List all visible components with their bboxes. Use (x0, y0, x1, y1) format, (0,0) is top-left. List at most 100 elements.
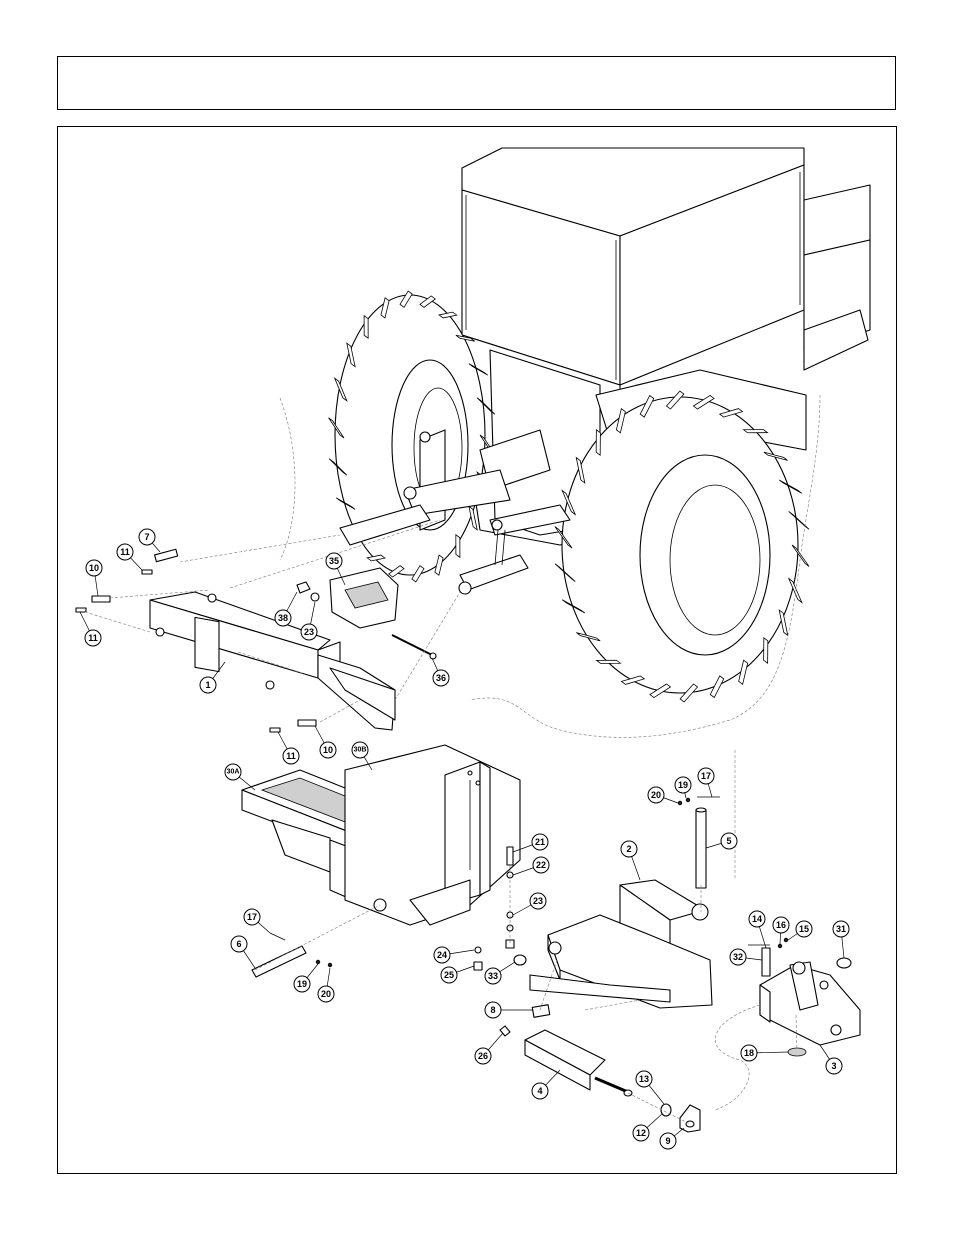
svg-text:4: 4 (537, 1086, 542, 1096)
callout-4: 4 (531, 1082, 549, 1100)
tire-lug (554, 526, 573, 549)
tire-lug (620, 675, 646, 685)
tire-lug (434, 554, 444, 576)
tire-lug (561, 489, 577, 516)
svg-text:22: 22 (536, 860, 546, 870)
phantom-outline (469, 394, 821, 738)
tire-lug (363, 314, 369, 340)
tire-lug (388, 565, 405, 578)
tire-lug (419, 295, 436, 308)
tire-lug (328, 417, 345, 439)
tire-lug (455, 533, 461, 559)
svg-text:15: 15 (799, 924, 809, 934)
callout-14: 14 (748, 910, 766, 928)
svg-text:9: 9 (665, 1136, 670, 1146)
tire-lug (615, 408, 626, 434)
callout-30A: 30A (224, 763, 242, 781)
tire-lug (778, 479, 803, 494)
pin-set-left (251, 932, 333, 978)
tire-lug (455, 334, 475, 342)
tire-lug (328, 458, 348, 476)
main-frame-beam (149, 591, 396, 731)
callout-2: 2 (620, 840, 638, 858)
callout-17: 17 (243, 908, 261, 926)
tire-lug (468, 363, 489, 376)
svg-text:35: 35 (329, 556, 339, 566)
svg-text:10: 10 (89, 563, 99, 573)
svg-text:21: 21 (535, 837, 545, 847)
svg-text:26: 26 (478, 1051, 488, 1061)
tire-lug (763, 451, 788, 461)
svg-text:20: 20 (651, 790, 661, 800)
tire-lug (679, 683, 699, 703)
svg-text:25: 25 (444, 970, 454, 980)
tire-lug (595, 429, 601, 456)
svg-text:11: 11 (88, 633, 98, 643)
tire-lug (335, 497, 356, 510)
part-35-bracket (329, 567, 399, 629)
tire-lug (692, 394, 715, 410)
callout-33: 33 (484, 967, 502, 985)
callout-11: 11 (116, 543, 134, 561)
callout-11: 11 (84, 629, 102, 647)
svg-text:19: 19 (297, 979, 307, 989)
tire-lug (438, 311, 458, 319)
part-4-cylinder (499, 1004, 633, 1097)
svg-text:38: 38 (278, 613, 288, 623)
svg-text:12: 12 (636, 1128, 646, 1138)
callout-35: 35 (325, 552, 343, 570)
svg-text:30A: 30A (227, 769, 240, 776)
svg-text:2: 2 (626, 844, 631, 854)
callout-7: 7 (138, 528, 156, 546)
svg-text:32: 32 (733, 952, 743, 962)
part-2-swing-bracket (529, 879, 713, 1009)
tire-lug (554, 563, 576, 582)
tire-lug (576, 632, 601, 642)
tire-lug (595, 659, 622, 664)
svg-text:19: 19 (678, 780, 688, 790)
svg-text:14: 14 (752, 914, 762, 924)
svg-text:23: 23 (533, 896, 543, 906)
part-3-head (748, 937, 861, 1057)
tire-lug (718, 408, 744, 418)
svg-text:6: 6 (236, 939, 241, 949)
svg-text:23: 23 (304, 627, 314, 637)
svg-text:20: 20 (321, 989, 331, 999)
svg-text:1: 1 (205, 680, 210, 690)
hose-routing-dashed (714, 1004, 761, 1111)
callout-26: 26 (474, 1047, 492, 1065)
tire-lug (763, 637, 769, 664)
diagram-frame (57, 126, 897, 1174)
tire-lug (788, 511, 810, 530)
callout-13: 13 (635, 1070, 653, 1088)
tire-lug (575, 456, 586, 484)
svg-text:11: 11 (286, 751, 296, 761)
callout-22: 22 (532, 856, 550, 874)
svg-text:5: 5 (726, 836, 731, 846)
callout-9: 9 (659, 1132, 677, 1150)
tire-lug (468, 505, 478, 531)
tire-lug (665, 390, 685, 410)
svg-text:30B: 30B (354, 747, 367, 754)
callout-12: 12 (632, 1124, 650, 1142)
tire-lug (476, 397, 496, 415)
callout-20: 20 (317, 985, 335, 1003)
part-36-bolt (391, 634, 437, 660)
callout-16: 16 (772, 916, 790, 934)
svg-text:24: 24 (437, 950, 447, 960)
svg-text:11: 11 (120, 547, 130, 557)
hitch-hardware (75, 548, 320, 733)
tire-lug (639, 394, 655, 418)
svg-text:17: 17 (247, 912, 257, 922)
callout-25: 25 (440, 966, 458, 984)
phantom-outline-left (279, 397, 296, 561)
callout-10: 10 (85, 559, 103, 577)
callout-18: 18 (740, 1044, 758, 1062)
callout-23: 23 (529, 892, 547, 910)
tire-lug (709, 675, 725, 699)
callout-19: 19 (293, 975, 311, 993)
callout-36: 36 (432, 669, 450, 687)
svg-text:7: 7 (144, 532, 149, 542)
callout-21: 21 (531, 833, 549, 851)
